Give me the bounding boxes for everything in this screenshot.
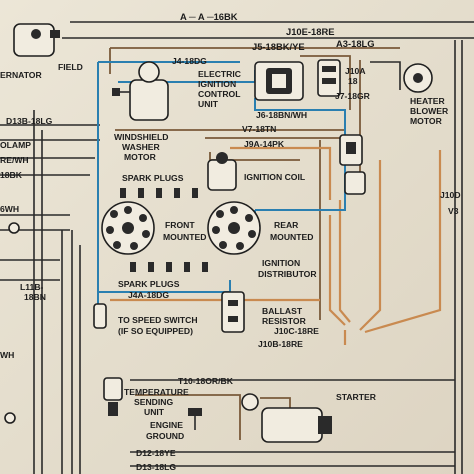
wire-harness-black: [0, 21, 474, 474]
label-j6-18bn-wh: J6-18BN/WH: [256, 110, 307, 120]
label-l11b: L11B-: [20, 282, 44, 292]
front-distributor-cap: [101, 201, 155, 255]
label-t10-18or-bk: T10-18OR/BK: [178, 376, 234, 386]
label-unit: UNIT: [198, 99, 219, 109]
relay-component: [339, 134, 366, 195]
label-sending-unit: UNIT: [144, 407, 165, 417]
label-j10e-18re: J10E-18RE: [286, 26, 334, 37]
label-olamp: OLAMP: [0, 140, 31, 150]
label-rear: REAR: [274, 220, 299, 230]
label-j10a: J10A: [345, 66, 366, 76]
label-d13b-18lg: D13B-18LG: [6, 116, 53, 126]
label-blower: BLOWER: [410, 106, 449, 116]
label-v3: V3: [448, 206, 459, 216]
label-control: CONTROL: [198, 89, 241, 99]
starter-motor: [241, 393, 332, 443]
label-washer-motor: MOTOR: [124, 152, 157, 162]
label-resistor: RESISTOR: [262, 316, 307, 326]
label-starter: STARTER: [336, 392, 377, 402]
label-mounted-rear: MOUNTED: [270, 232, 313, 242]
label-spark-plugs-bottom: SPARK PLUGS: [118, 279, 180, 289]
label-v7-18tn: V7-18TN: [242, 124, 276, 134]
label-windshield: WINDSHIELD: [114, 132, 168, 142]
label-washer: WASHER: [122, 142, 161, 152]
label-engine: ENGINE: [150, 420, 183, 430]
label-d12-18ye: D12-18YE: [136, 448, 176, 458]
label-spark-plugs-top: SPARK PLUGS: [122, 173, 184, 183]
j10a-connector: [317, 59, 341, 97]
label-front: FRONT: [165, 220, 195, 230]
label-6wh: 6WH: [0, 204, 19, 214]
label-j9a-14pk: J9A-14PK: [244, 139, 285, 149]
label-a-16bk: A ─ A ─16BK: [180, 11, 238, 22]
label-a3-18lg: A3-18LG: [336, 38, 375, 49]
label-if-so-equipped: (IF SO EQUIPPED): [118, 326, 193, 336]
label-ground: GROUND: [146, 431, 184, 441]
label-ignition: IGNITION: [198, 79, 236, 89]
label-temperature: TEMPERATURE: [124, 387, 189, 397]
label-sending: SENDING: [134, 397, 173, 407]
spark-plugs-top: [120, 188, 198, 198]
rear-distributor-cap: [207, 201, 261, 255]
label-alternator: ERNATOR: [0, 70, 42, 80]
label-wh-left: WH: [0, 350, 14, 360]
spark-plugs-bottom: [130, 262, 208, 272]
label-electric: ELECTRIC: [198, 69, 241, 79]
left-terminal-contacts: [4, 222, 20, 424]
label-d13-18lg: D13-18LG: [136, 462, 176, 472]
label-j10a-18: 18: [348, 76, 358, 86]
engine-ground: [188, 408, 202, 430]
label-mounted-front: MOUNTED: [163, 232, 206, 242]
speed-switch-connector: [93, 303, 107, 329]
windshield-washer-motor: [112, 61, 169, 121]
label-j7-18gr: J7-18GR: [335, 91, 371, 101]
label-distributor: DISTRIBUTOR: [258, 269, 317, 279]
label-ballast: BALLAST: [262, 306, 303, 316]
label-j10c-18re: J10C-18RE: [274, 326, 319, 336]
label-ignition-coil: IGNITION COIL: [244, 172, 305, 182]
diagram-labels: A ─ A ─16BK J10E-18RE ERNATOR FIELD J5-1…: [0, 11, 461, 472]
label-18bk: 18BK: [0, 170, 23, 180]
label-j10b-18re: J10B-18RE: [258, 339, 303, 349]
label-j5-18bk-ye: J5-18BK/YE: [252, 41, 305, 52]
label-motor: MOTOR: [410, 116, 443, 126]
ballast-resistor: [221, 291, 245, 333]
wire-harness-brown: [109, 47, 400, 440]
heater-blower-motor: [403, 63, 433, 93]
wire-harness-orange: [110, 146, 442, 345]
label-field: FIELD: [58, 62, 83, 72]
label-heater: HEATER: [410, 96, 445, 106]
ignition-coil: [207, 152, 237, 191]
label-ignition-2: IGNITION: [262, 258, 300, 268]
label-j4a-18dg: J4A-18DG: [128, 290, 169, 300]
label-to-speed-switch: TO SPEED SWITCH: [118, 315, 198, 325]
label-18bn: 18BN: [24, 292, 46, 302]
temperature-sending-unit: [103, 377, 123, 416]
electric-ignition-control-unit: [254, 61, 304, 101]
label-j10d: J10D: [440, 190, 461, 200]
label-j4-18dg-top: J4-18DG: [172, 56, 207, 66]
label-re-wh: RE/WH: [0, 155, 29, 165]
alternator: [13, 23, 60, 57]
